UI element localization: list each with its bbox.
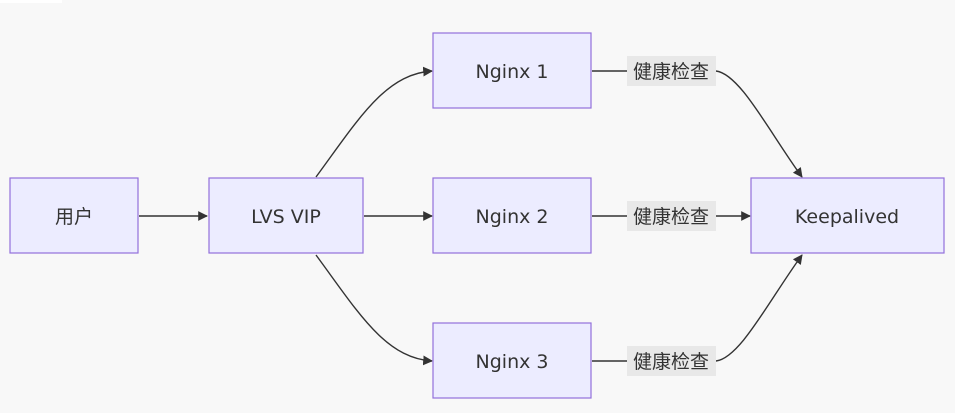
node-nginx-3-label: Nginx 3	[476, 351, 549, 373]
edge-nginx3-to-keepalived	[592, 255, 802, 362]
node-lvs-vip: LVS VIP	[208, 177, 364, 254]
node-user-label: 用户	[55, 206, 93, 228]
node-nginx-2-label: Nginx 2	[476, 206, 549, 228]
edge-label-text: 健康检查	[633, 351, 709, 373]
node-nginx-2: Nginx 2	[432, 177, 592, 254]
edge-label-nginx1-health-check: 健康检查	[627, 56, 716, 86]
edge-label-nginx3-health-check: 健康检查	[627, 346, 716, 376]
node-nginx-3: Nginx 3	[432, 322, 592, 399]
edge-lvs-to-nginx1	[315, 66, 433, 178]
edge-label-nginx2-health-check: 健康检查	[627, 201, 716, 231]
top-edge-strip	[0, 0, 62, 3]
edge-nginx1-to-keepalived	[592, 70, 802, 177]
node-nginx-1: Nginx 1	[432, 32, 592, 109]
node-user: 用户	[9, 177, 139, 254]
node-nginx-1-label: Nginx 1	[476, 61, 549, 83]
edge-label-text: 健康检查	[633, 206, 709, 228]
edge-lvs-to-nginx3	[315, 254, 433, 366]
node-lvs-vip-label: LVS VIP	[251, 206, 321, 228]
node-keepalived-label: Keepalived	[795, 206, 899, 228]
edge-label-text: 健康检查	[633, 61, 709, 83]
node-keepalived: Keepalived	[750, 177, 945, 254]
